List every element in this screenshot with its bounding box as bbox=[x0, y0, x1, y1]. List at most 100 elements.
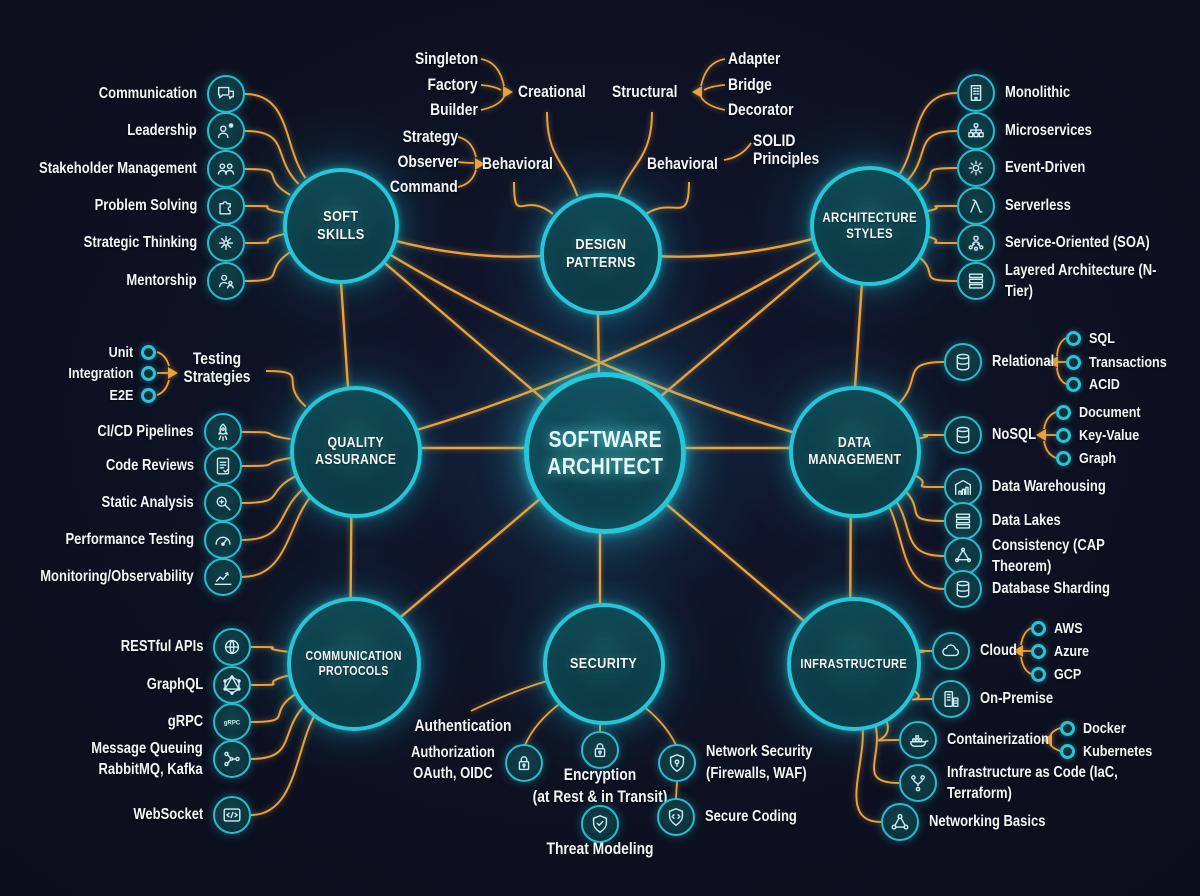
pattern-adapter: Adapter bbox=[728, 50, 781, 68]
leaf-label: Consistency (CAP Theorem) bbox=[992, 536, 1105, 575]
leaf-label: Authorization OAuth, OIDC bbox=[411, 743, 495, 782]
leaf-label: Problem Solving bbox=[94, 197, 197, 215]
magnifier-icon bbox=[204, 484, 242, 522]
authentication-label: Authentication bbox=[414, 717, 512, 735]
leaf-on-premise: On-Premise bbox=[932, 680, 1067, 718]
relational-transactions: Transactions bbox=[1066, 353, 1182, 371]
bullet-dot bbox=[1031, 620, 1046, 636]
leaf-monolithic: Monolithic bbox=[957, 74, 1083, 112]
pattern-observer: Observer bbox=[397, 153, 458, 171]
threat-modeling-label: Threat Modeling bbox=[546, 840, 654, 858]
shield-icon bbox=[658, 744, 696, 782]
warehouse-icon bbox=[944, 468, 982, 506]
leaf-cloud: Cloud bbox=[932, 632, 1024, 670]
pattern-bridge: Bridge bbox=[728, 76, 772, 94]
pattern-singleton: Singleton bbox=[414, 50, 478, 68]
leaf-event-driven: Event-Driven bbox=[957, 149, 1101, 187]
testing-e2e: E2E bbox=[105, 386, 156, 404]
security-node: SECURITY bbox=[543, 603, 665, 725]
leadership-icon bbox=[207, 112, 245, 150]
relational-sql: SQL bbox=[1066, 329, 1120, 347]
bullet-dot bbox=[1066, 354, 1081, 370]
cloud-aws: AWS bbox=[1031, 619, 1088, 637]
network-icon bbox=[881, 803, 919, 841]
leaf-label: Static Analysis bbox=[101, 494, 194, 512]
pattern-decorator: Decorator bbox=[728, 101, 794, 119]
leaf-label: Data Lakes bbox=[992, 512, 1061, 530]
testing-strategies-label: Testing Strategies bbox=[183, 350, 251, 387]
grpc-icon: gRPC bbox=[213, 703, 251, 741]
leaf-message-queuing: Message Queuing RabbitMQ, Kafka bbox=[70, 740, 251, 778]
leaf-network-security: Network Security (Firewalls, WAF) bbox=[658, 743, 833, 782]
cloud-icon bbox=[932, 632, 970, 670]
leaf-networking-basics: Networking Basics bbox=[881, 803, 1068, 841]
architecture-styles-node: ARCHITECTURE STYLES bbox=[810, 166, 930, 286]
serverless-icon bbox=[957, 187, 995, 225]
leaf-mentorship: Mentorship bbox=[113, 262, 245, 300]
shield-code-icon bbox=[657, 798, 695, 836]
container-whale-icon bbox=[899, 721, 937, 759]
leaf-websocket: WebSocket bbox=[120, 796, 251, 834]
data-management-label: DATA MANAGEMENT bbox=[808, 434, 902, 468]
leaf-label: Serverless bbox=[1005, 197, 1071, 215]
leaf-label: Cloud bbox=[980, 642, 1017, 660]
soft-skills-label: SOFT SKILLS bbox=[317, 208, 365, 243]
leaf-label: Layered Architecture (N-Tier) bbox=[1005, 261, 1157, 300]
leaf-data-warehousing: Data Warehousing bbox=[944, 468, 1128, 506]
rocket-icon bbox=[204, 413, 242, 451]
mentorship-icon bbox=[207, 262, 245, 300]
monolithic-icon bbox=[957, 74, 995, 112]
structural-label: Structural bbox=[612, 83, 678, 101]
testing-integration: Integration bbox=[56, 364, 156, 382]
software-architect-node: SOFTWARE ARCHITECT bbox=[524, 372, 686, 534]
leaf-label: Mentorship bbox=[126, 272, 197, 290]
leaf-label: Stakeholder Management bbox=[39, 160, 197, 178]
leaf-secure-coding: Secure Coding bbox=[657, 798, 814, 836]
leaf-strategic-thinking: Strategic Thinking bbox=[62, 224, 245, 262]
nosql-graph: Graph bbox=[1056, 449, 1123, 467]
leaf-authorization: Authorization OAuth, OIDC bbox=[395, 744, 543, 782]
leaf-label: Network Security (Firewalls, WAF) bbox=[706, 742, 813, 782]
leaf-static-analysis: Static Analysis bbox=[84, 484, 242, 522]
branch-icon bbox=[899, 764, 937, 802]
communication-protocols-label: COMMUNICATION PROTOCOLS bbox=[305, 649, 403, 678]
microservices-icon bbox=[957, 112, 995, 150]
communication-icon bbox=[207, 75, 245, 113]
leaf-label: Database Sharding bbox=[992, 580, 1110, 598]
leaf-label: On-Premise bbox=[980, 690, 1054, 708]
cap-theorem-icon bbox=[944, 537, 982, 575]
leaf-label: Containerization bbox=[947, 731, 1049, 749]
problem-solving-icon bbox=[207, 187, 245, 225]
leaf-communication: Communication bbox=[80, 75, 245, 113]
database-icon bbox=[944, 416, 982, 454]
leaf-graphql: GraphQL bbox=[136, 666, 251, 704]
leaf-label: Service-Oriented (SOA) bbox=[1005, 234, 1150, 252]
quality-assurance-label: QUALITY ASSURANCE bbox=[315, 434, 397, 468]
message-queue-icon bbox=[213, 740, 251, 778]
leaf-leadership: Leadership bbox=[114, 112, 245, 150]
leaf-label: Monitoring/Observability bbox=[40, 568, 194, 586]
leaf-monitoring-observability: Monitoring/Observability bbox=[11, 558, 242, 596]
infrastructure-label: INFRASTRUCTURE bbox=[800, 656, 908, 672]
leaf-label: CI/CD Pipelines bbox=[97, 423, 194, 441]
infrastructure-node: INFRASTRUCTURE bbox=[787, 597, 921, 731]
leaf-label: Strategic Thinking bbox=[83, 234, 197, 252]
quality-assurance-node: QUALITY ASSURANCE bbox=[290, 386, 422, 518]
leaf-label: Monolithic bbox=[1005, 84, 1071, 102]
leaf-iac: Infrastructure as Code (IaC, Terraform) bbox=[899, 764, 1200, 802]
graphql-icon bbox=[213, 666, 251, 704]
layers-icon bbox=[957, 262, 995, 300]
software-architect-label: SOFTWARE ARCHITECT bbox=[546, 425, 663, 479]
pattern-factory: Factory bbox=[427, 76, 478, 94]
leaf-label: Data Warehousing bbox=[992, 478, 1106, 496]
websocket-icon bbox=[213, 796, 251, 834]
behavioral-label: Behavioral bbox=[482, 155, 553, 173]
nosql-keyvalue: Key-Value bbox=[1056, 426, 1151, 444]
leaf-layered-architecture: Layered Architecture (N-Tier) bbox=[957, 262, 1200, 300]
leaf-label: NoSQL bbox=[992, 426, 1037, 444]
api-globe-icon bbox=[213, 628, 251, 666]
strategic-thinking-icon bbox=[207, 224, 245, 262]
leaf-label: RESTful APIs bbox=[120, 638, 203, 656]
